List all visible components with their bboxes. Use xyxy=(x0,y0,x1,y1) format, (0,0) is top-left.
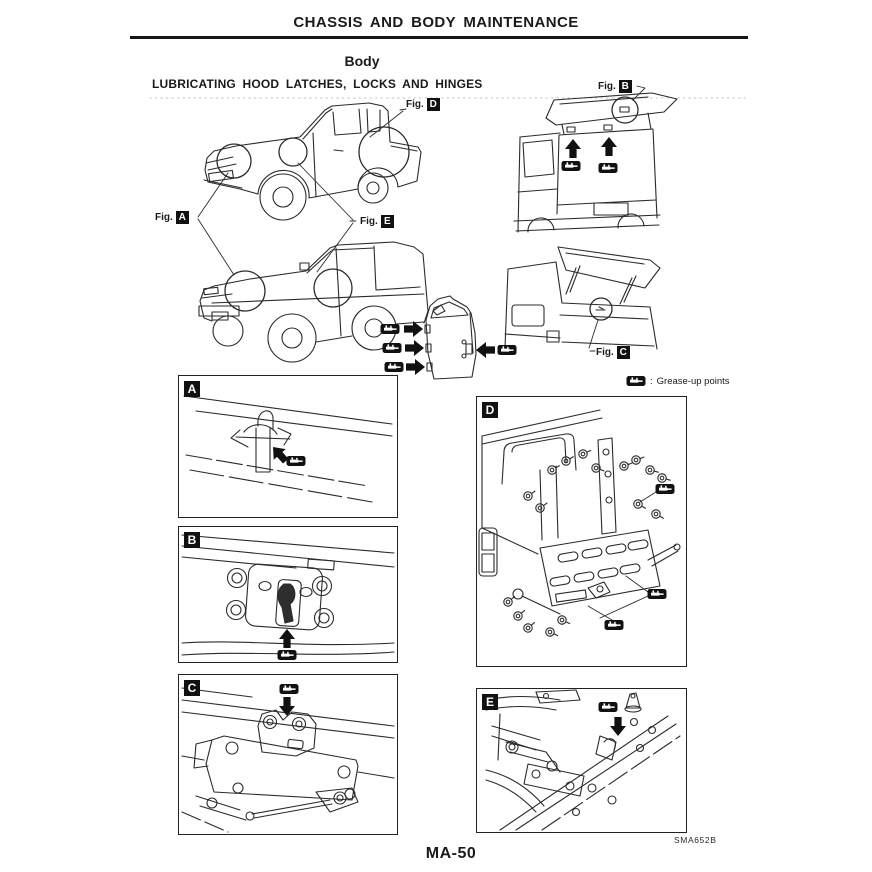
panel-c-label: C xyxy=(184,680,200,696)
fig-label-a: Fig. A xyxy=(155,211,189,224)
fig-label-b: Fig. B xyxy=(598,80,632,93)
pickup-truck-illustration xyxy=(203,102,422,221)
fig-letter-e: E xyxy=(380,215,394,228)
fig-letter-d: D xyxy=(426,98,440,111)
grease-arrow-icon xyxy=(475,341,496,359)
fig-label-d: Fig. D xyxy=(406,98,440,111)
fig-letter-b: B xyxy=(618,80,632,93)
panel-a-label: A xyxy=(184,381,200,397)
grease-arrow-icon xyxy=(404,339,425,357)
wagon-liftgate-illustration xyxy=(513,92,678,233)
panel-c-frame xyxy=(178,674,398,835)
grease-legend: : Grease-up points xyxy=(626,375,730,387)
legend-separator: : xyxy=(650,375,653,387)
panel-e-frame xyxy=(476,688,687,833)
callout-circle-fig-e2 xyxy=(313,268,353,308)
callout-circle-fig-c xyxy=(589,297,613,321)
fig-prefix: Fig. xyxy=(596,347,614,358)
figure-code: SMA652B xyxy=(674,835,717,845)
callout-circle-fig-b xyxy=(611,96,639,124)
grease-icon xyxy=(379,323,401,335)
legend-text: Grease-up points xyxy=(656,375,730,387)
grease-arrow-icon xyxy=(405,358,426,376)
grease-icon xyxy=(560,160,582,172)
section-title: Body xyxy=(344,53,380,69)
panel-d-label: D xyxy=(482,402,498,418)
fig-prefix: Fig. xyxy=(598,81,616,92)
fig-prefix: Fig. xyxy=(155,212,173,223)
callout-circle-fig-a2 xyxy=(224,270,266,312)
callout-circle-fig-a xyxy=(216,143,252,179)
panel-a-frame xyxy=(178,375,398,518)
subsection-title: LUBRICATING HOOD LATCHES, LOCKS AND HING… xyxy=(152,77,483,91)
page-number: MA-50 xyxy=(425,845,477,862)
grease-icon xyxy=(381,342,403,354)
grease-arrow-icon xyxy=(403,320,424,338)
panel-d-frame xyxy=(476,396,687,667)
callout-circle-fig-d xyxy=(358,126,410,178)
suv-illustration xyxy=(198,241,429,363)
callout-circle-fig-e xyxy=(278,137,308,167)
panel-b-label: B xyxy=(184,532,200,548)
front-door-illustration xyxy=(379,295,518,380)
fig-prefix: Fig. xyxy=(406,99,424,110)
grease-arrow-icon xyxy=(600,136,618,157)
grease-icon xyxy=(626,376,646,386)
fig-letter-c: C xyxy=(616,346,630,359)
page-header-title: CHASSIS AND BODY MAINTENANCE xyxy=(293,14,579,31)
fig-label-e: Fig. E xyxy=(360,215,394,228)
fig-prefix: Fig. xyxy=(360,216,378,227)
grease-icon xyxy=(496,344,518,356)
grease-icon xyxy=(597,162,619,174)
wagon-hatch-illustration xyxy=(504,246,661,350)
grease-icon xyxy=(383,361,405,373)
panel-b-frame xyxy=(178,526,398,663)
header-rule xyxy=(130,36,748,39)
panel-e-label: E xyxy=(482,694,498,710)
grease-arrow-icon xyxy=(564,138,582,159)
fig-letter-a: A xyxy=(175,211,189,224)
figure-leader-lines xyxy=(197,85,646,352)
fig-label-c: Fig. C xyxy=(596,346,630,359)
